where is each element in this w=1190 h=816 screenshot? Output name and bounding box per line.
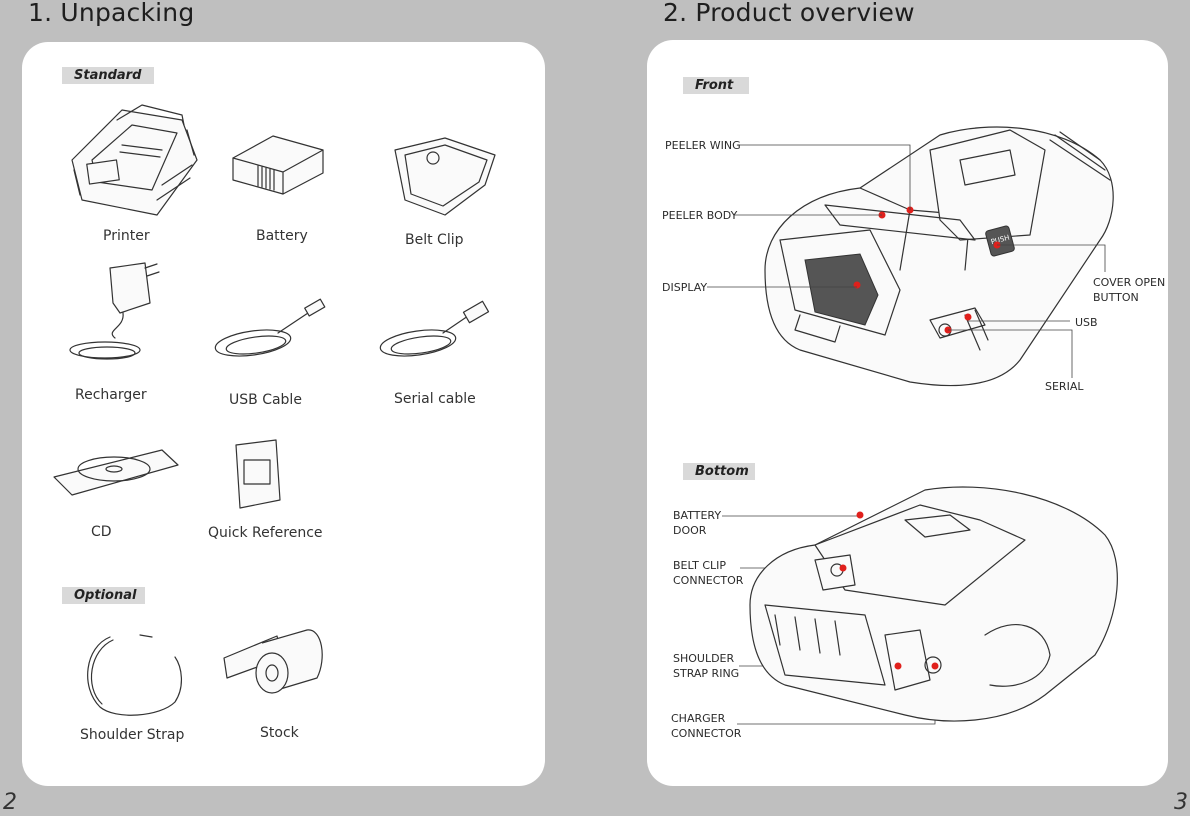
peeler-wing-callout: PEELER WING <box>665 139 741 152</box>
battery-door-line2: DOOR <box>673 524 707 537</box>
serial-callout: SERIAL <box>1045 380 1084 393</box>
charger-connector-line2: CONNECTOR <box>671 727 742 740</box>
page-number-left: 2 <box>3 790 17 815</box>
cd-illustration <box>53 449 179 496</box>
belt-clip-illustration <box>394 137 496 216</box>
usb-callout: USB <box>1075 316 1098 329</box>
recharger-label: Recharger <box>75 387 147 403</box>
cover-open-button-callout: COVER OPEN BUTTON <box>1093 275 1165 305</box>
battery-door-line1: BATTERY <box>673 509 722 522</box>
battery-illustration <box>232 135 324 195</box>
stock-illustration <box>223 629 323 694</box>
peeler-body-callout: PEELER BODY <box>662 209 738 222</box>
belt-clip-connector-line2: CONNECTOR <box>673 574 744 587</box>
charger-connector-line1: CHARGER <box>671 712 726 725</box>
display-callout: DISPLAY <box>662 281 708 294</box>
shoulder-strap-illustration <box>87 634 182 716</box>
serial-cable-illustration <box>379 300 490 357</box>
product-overview-heading: 2. Product overview <box>663 0 915 27</box>
belt-clip-connector-line1: BELT CLIP <box>673 559 727 572</box>
shoulder-strap-label: Shoulder Strap <box>80 727 185 743</box>
shoulder-strap-ring-callout: SHOULDER STRAP RING <box>673 651 739 681</box>
shoulder-strap-ring-line2: STRAP RING <box>673 667 740 680</box>
standard-tag: Standard <box>62 67 154 84</box>
stock-label: Stock <box>260 725 299 741</box>
printer-bottom-view <box>749 486 1118 722</box>
page-number-right: 3 <box>1174 790 1188 815</box>
belt-clip-label: Belt Clip <box>405 232 464 248</box>
recharger-illustration <box>69 262 160 360</box>
quick-reference-label: Quick Reference <box>208 525 323 541</box>
cover-open-line2: BUTTON <box>1093 291 1139 304</box>
serial-cable-label: Serial cable <box>394 391 476 407</box>
usb-cable-illustration <box>214 298 326 357</box>
cover-open-line1: COVER OPEN <box>1093 276 1166 289</box>
cd-label: CD <box>91 524 112 540</box>
optional-tag: Optional <box>62 587 145 604</box>
charger-connector-callout: CHARGER CONNECTOR <box>671 711 741 741</box>
quick-reference-illustration <box>235 439 281 509</box>
battery-label: Battery <box>256 228 308 244</box>
unpacking-heading: 1. Unpacking <box>28 0 195 27</box>
bottom-tag: Bottom <box>683 463 755 480</box>
shoulder-strap-ring-line1: SHOULDER <box>673 652 735 665</box>
front-tag: Front <box>683 77 749 94</box>
usb-cable-label: USB Cable <box>229 392 302 408</box>
printer-illustration <box>71 104 198 216</box>
belt-clip-connector-callout: BELT CLIP CONNECTOR <box>673 558 743 588</box>
battery-door-callout: BATTERY DOOR <box>673 508 721 538</box>
printer-label: Printer <box>103 228 150 244</box>
